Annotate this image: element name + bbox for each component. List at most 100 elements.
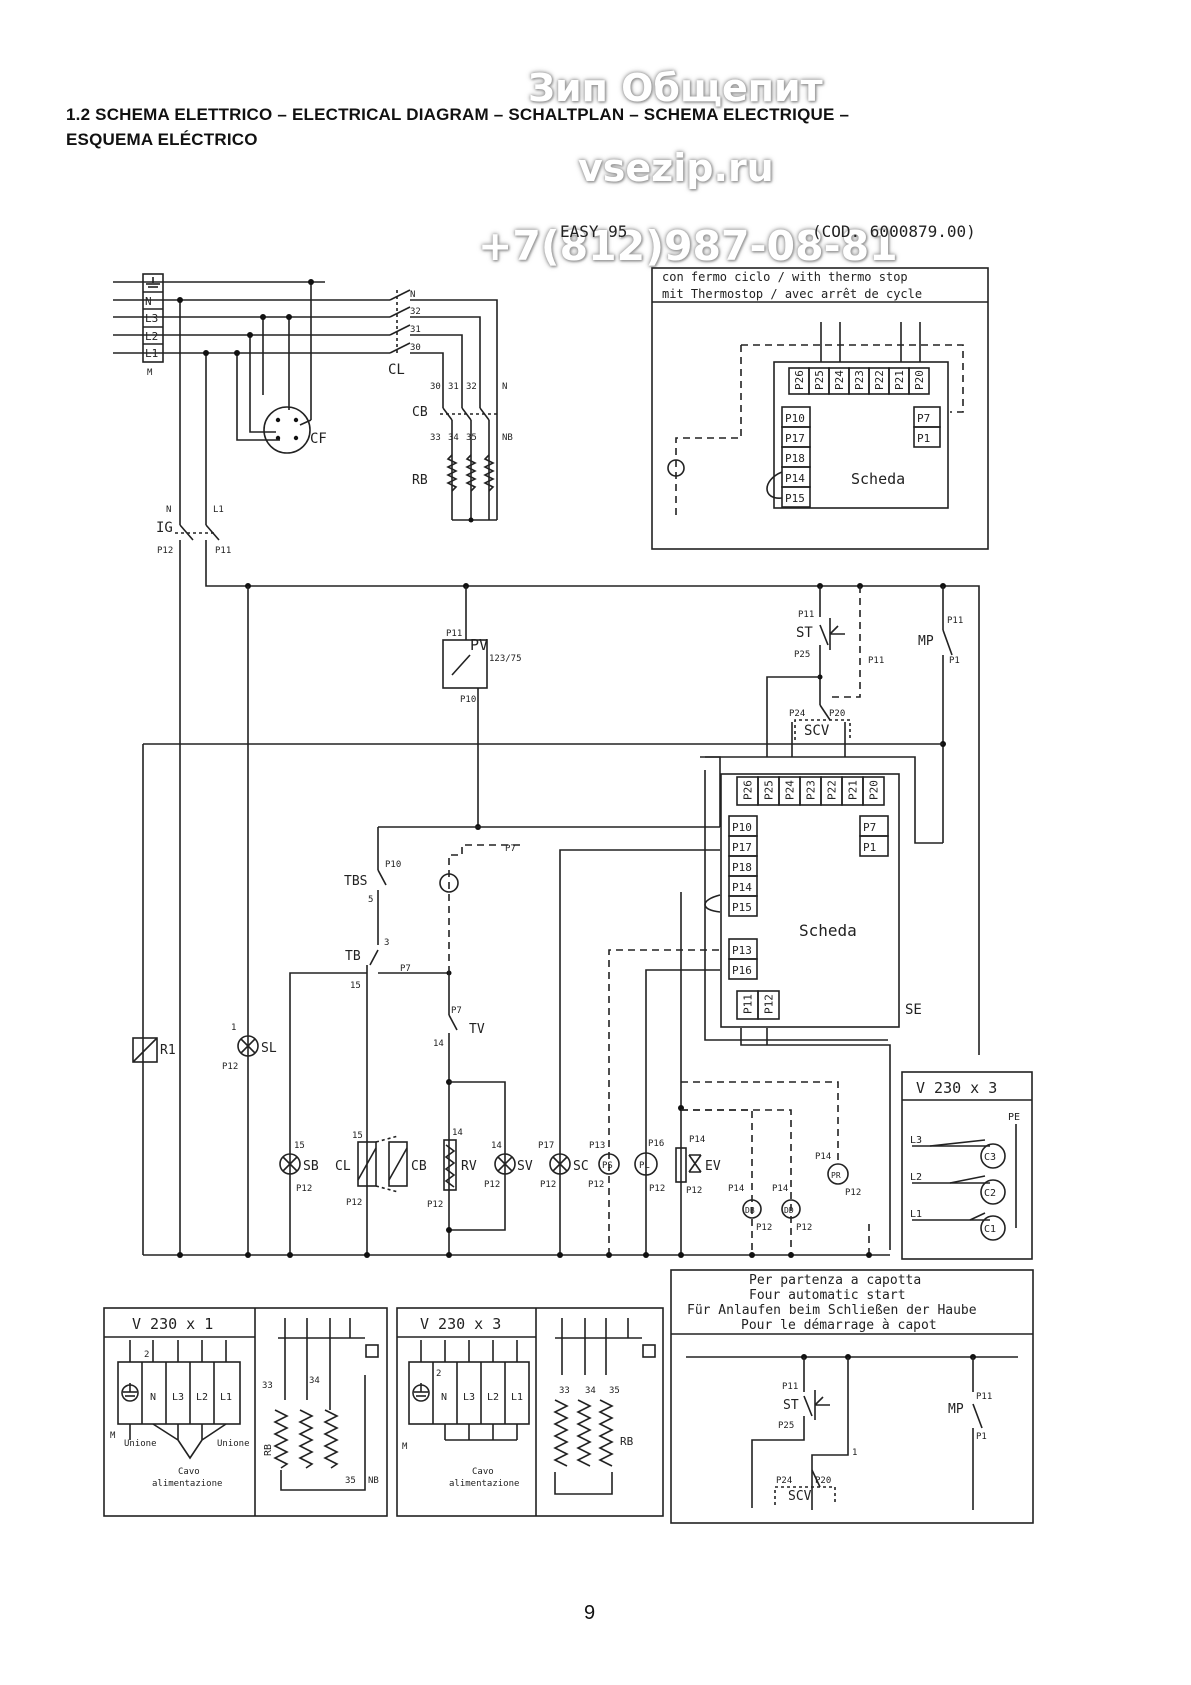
svg-text:P12: P12: [796, 1223, 812, 1233]
svg-text:P12: P12: [588, 1180, 604, 1190]
thermostop-right-pin-label: P7: [917, 412, 930, 425]
auto-start-line-3: Für Anlaufen beim Schließen der Haube: [687, 1303, 977, 1318]
board-left-pin-box: [728, 895, 758, 917]
box-230x3-title: V 230 x 3: [420, 1315, 501, 1333]
board-right-pin-box: [859, 835, 889, 857]
svg-text:NB: NB: [368, 1476, 379, 1486]
auto-start-line-1: Per partenza a capotta: [749, 1273, 921, 1288]
svg-text:CL: CL: [335, 1159, 351, 1174]
svg-text:MP: MP: [948, 1402, 964, 1417]
cl-contactor: N 32 31 30 CL: [388, 289, 498, 408]
r1-label: R1: [160, 1043, 176, 1058]
mp-label: MP: [918, 634, 934, 649]
tv-label: TV: [469, 1022, 485, 1037]
model-code: (COD. 6000879.00): [812, 222, 976, 241]
heading-line-2: ESQUEMA ELÉCTRICO: [66, 130, 258, 149]
thermostop-top-pin-label: P24: [833, 370, 846, 390]
thermostop-left-pin-box: [781, 486, 811, 508]
svg-text:L2: L2: [196, 1392, 208, 1403]
svg-text:34: 34: [309, 1376, 320, 1386]
svg-text:L1: L1: [511, 1392, 523, 1403]
svg-text:EV: EV: [705, 1159, 721, 1174]
ground-icon: [412, 1383, 430, 1402]
svg-text:P7: P7: [451, 1006, 462, 1016]
svg-text:P12: P12: [686, 1186, 702, 1196]
thermostop-left-pin-label: P10: [785, 412, 805, 425]
svg-text:2: 2: [436, 1369, 441, 1379]
svg-text:2: 2: [144, 1350, 149, 1360]
svg-text:P12: P12: [756, 1223, 772, 1233]
svg-text:M: M: [110, 1431, 116, 1441]
svg-text:L1: L1: [910, 1209, 922, 1220]
box-230x1-title: V 230 x 1: [132, 1315, 213, 1333]
svg-text:SCV: SCV: [788, 1489, 812, 1504]
auto-start-line-4: Pour le démarrage à capot: [741, 1318, 937, 1333]
junction-dots: [177, 279, 314, 356]
board-top-pin-label: P24: [784, 780, 797, 800]
svg-text:5: 5: [368, 895, 373, 905]
board-right-pin-label: P1: [863, 841, 876, 854]
svg-text:31: 31: [410, 325, 421, 335]
svg-text:15: 15: [294, 1141, 305, 1151]
thermostop-right-pin-box: [913, 426, 941, 448]
svg-text:1: 1: [231, 1023, 236, 1033]
tb-label: TB: [345, 949, 361, 964]
svg-text:ST: ST: [783, 1398, 799, 1413]
svg-text:P11: P11: [798, 610, 814, 620]
thermostop-left-pin-label: P14: [785, 472, 805, 485]
svg-text:35: 35: [345, 1476, 356, 1486]
svg-text:P1: P1: [949, 656, 960, 666]
svg-text:C3: C3: [984, 1152, 996, 1163]
svg-text:35: 35: [466, 433, 477, 443]
scv-label: SCV: [804, 723, 830, 739]
svg-text:PS: PS: [602, 1161, 613, 1171]
r1-sl: R1 1 SL P12: [132, 1023, 277, 1072]
heading-line-1: 1.2 SCHEMA ELETTRICO – ELECTRICAL DIAGRA…: [66, 105, 850, 124]
svg-text:C2: C2: [984, 1188, 996, 1199]
svg-text:PL: PL: [639, 1161, 650, 1171]
svg-text:P11: P11: [446, 629, 462, 639]
bottom-components: 15 SB P12 15 CL P12 CB 14 RV P12 14 SV P…: [279, 1128, 861, 1233]
terminal-n: N: [145, 295, 152, 308]
thermostop-line-1: con fermo ciclo / with thermo stop: [662, 270, 908, 284]
terminal-l2: L2: [145, 330, 158, 343]
svg-text:N: N: [150, 1392, 156, 1403]
cb-breaker: 30 31 32 N CB 33 34 35 NB RB: [412, 382, 513, 523]
svg-text:C1: C1: [984, 1224, 996, 1235]
svg-text:35: 35: [609, 1386, 620, 1396]
svg-text:Cavo: Cavo: [472, 1467, 494, 1477]
svg-text:P24: P24: [789, 709, 805, 719]
thermostop-top-pin-label: P22: [873, 370, 886, 390]
board-top-pin-label: P25: [763, 780, 776, 800]
svg-text:P11: P11: [215, 546, 231, 556]
svg-text:P20: P20: [815, 1476, 831, 1486]
svg-text:31: 31: [448, 382, 459, 392]
terminal-m: M: [147, 368, 153, 378]
svg-text:P25: P25: [778, 1421, 794, 1431]
board-top-pin-label: P22: [826, 780, 839, 800]
motor-box: V 230 x 3 PE L3 L2 L1 C3 C2 C1: [901, 1071, 1033, 1260]
bottom-rail-dots: [177, 1252, 872, 1258]
board-left-pin-label: P18: [732, 861, 752, 874]
thermostop-right-pin-label: P1: [917, 432, 930, 445]
svg-text:DD: DD: [784, 1206, 794, 1215]
svg-text:SV: SV: [517, 1159, 533, 1174]
cl-label: CL: [388, 362, 405, 378]
svg-text:P13: P13: [589, 1141, 605, 1151]
svg-text:1: 1: [852, 1448, 857, 1458]
svg-text:15: 15: [350, 981, 361, 991]
svg-text:L3: L3: [910, 1135, 922, 1146]
board-left2-pin-label: P13: [732, 944, 752, 957]
box-230x3: V 230 x 3 N L3 L2 L1 2 M Cavo alimentazi…: [396, 1307, 664, 1517]
board-right-pin-label: P7: [863, 821, 876, 834]
svg-text:33: 33: [430, 433, 441, 443]
sl-label: SL: [261, 1041, 277, 1056]
svg-text:P25: P25: [794, 650, 810, 660]
rb-label: RB: [412, 473, 428, 488]
svg-text:P1: P1: [976, 1432, 987, 1442]
thermostop-left-pin-label: P18: [785, 452, 805, 465]
board-left-pin-label: P14: [732, 881, 752, 894]
thermostop-top-pin-label: P26: [793, 370, 806, 390]
svg-text:33: 33: [262, 1381, 273, 1391]
